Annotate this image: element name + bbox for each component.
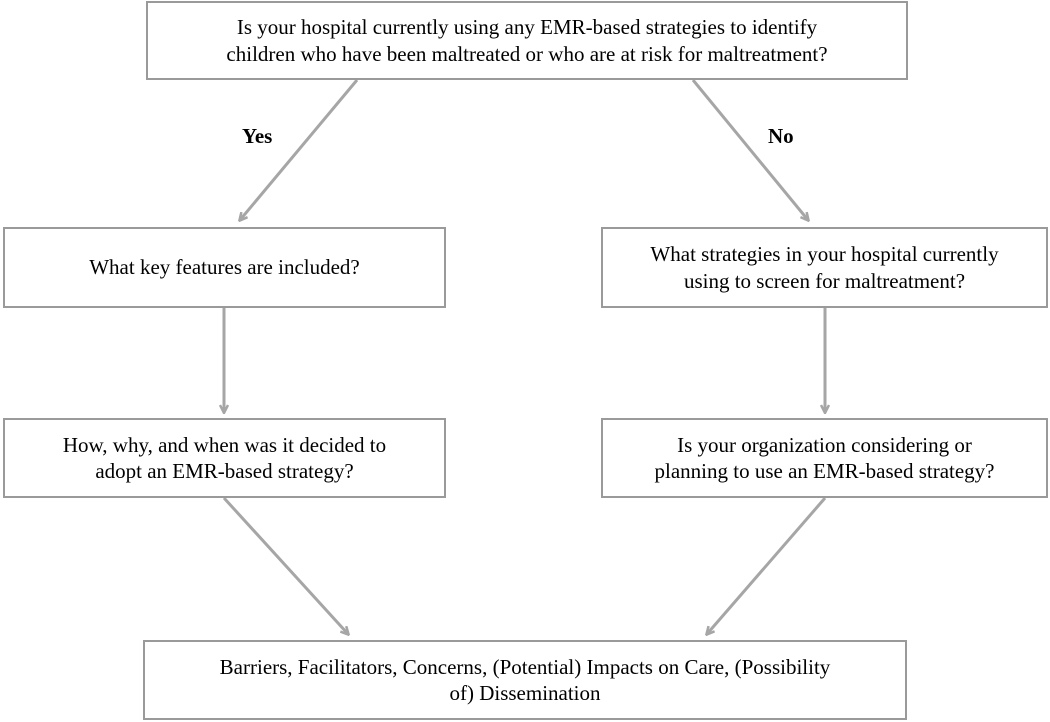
no-step2-line1: Is your organization considering or [677, 432, 972, 457]
arrow-yes-to-outcome [222, 496, 348, 634]
yes-step2-line1: How, why, and when was it decided to [62, 432, 387, 457]
no-step2-line2: planning to use an EMR-based strategy? [654, 459, 995, 483]
branch-label-yes: Yes [242, 124, 273, 148]
arrow-no-to-outcome [707, 497, 827, 634]
arrow-top-to-no [691, 79, 808, 220]
question-top-line2: children who have been maltreated or who… [226, 41, 828, 66]
outcome-line1: Barriers, Facilitators, Concerns, (Poten… [219, 654, 831, 679]
no-step1-line2: using to screen for maltreatment? [683, 268, 966, 293]
outcome-line2: of) Dissemination [449, 681, 601, 705]
no-planning-box: Is your organization considering or plan… [601, 418, 1048, 498]
arrow-top-to-yes [240, 79, 359, 220]
no-current-strategies-box: What strategies in your hospital current… [601, 227, 1048, 308]
branch-label-no: No [768, 124, 794, 148]
yes-key-features-box: What key features are included? [3, 227, 446, 308]
yes-step2-line2: adopt an EMR-based strategy? [95, 459, 354, 483]
no-step1-line1: What strategies in your hospital current… [650, 242, 999, 267]
yes-step1-text: What key features are included? [89, 255, 360, 280]
question-top-line1: Is your hospital currently using any EMR… [236, 15, 818, 40]
question-emr-strategies-box: Is your hospital currently using any EMR… [146, 1, 908, 80]
outcome-box: Barriers, Facilitators, Concerns, (Poten… [143, 640, 907, 720]
yes-adoption-decision-box: How, why, and when was it decided to ado… [3, 418, 446, 498]
